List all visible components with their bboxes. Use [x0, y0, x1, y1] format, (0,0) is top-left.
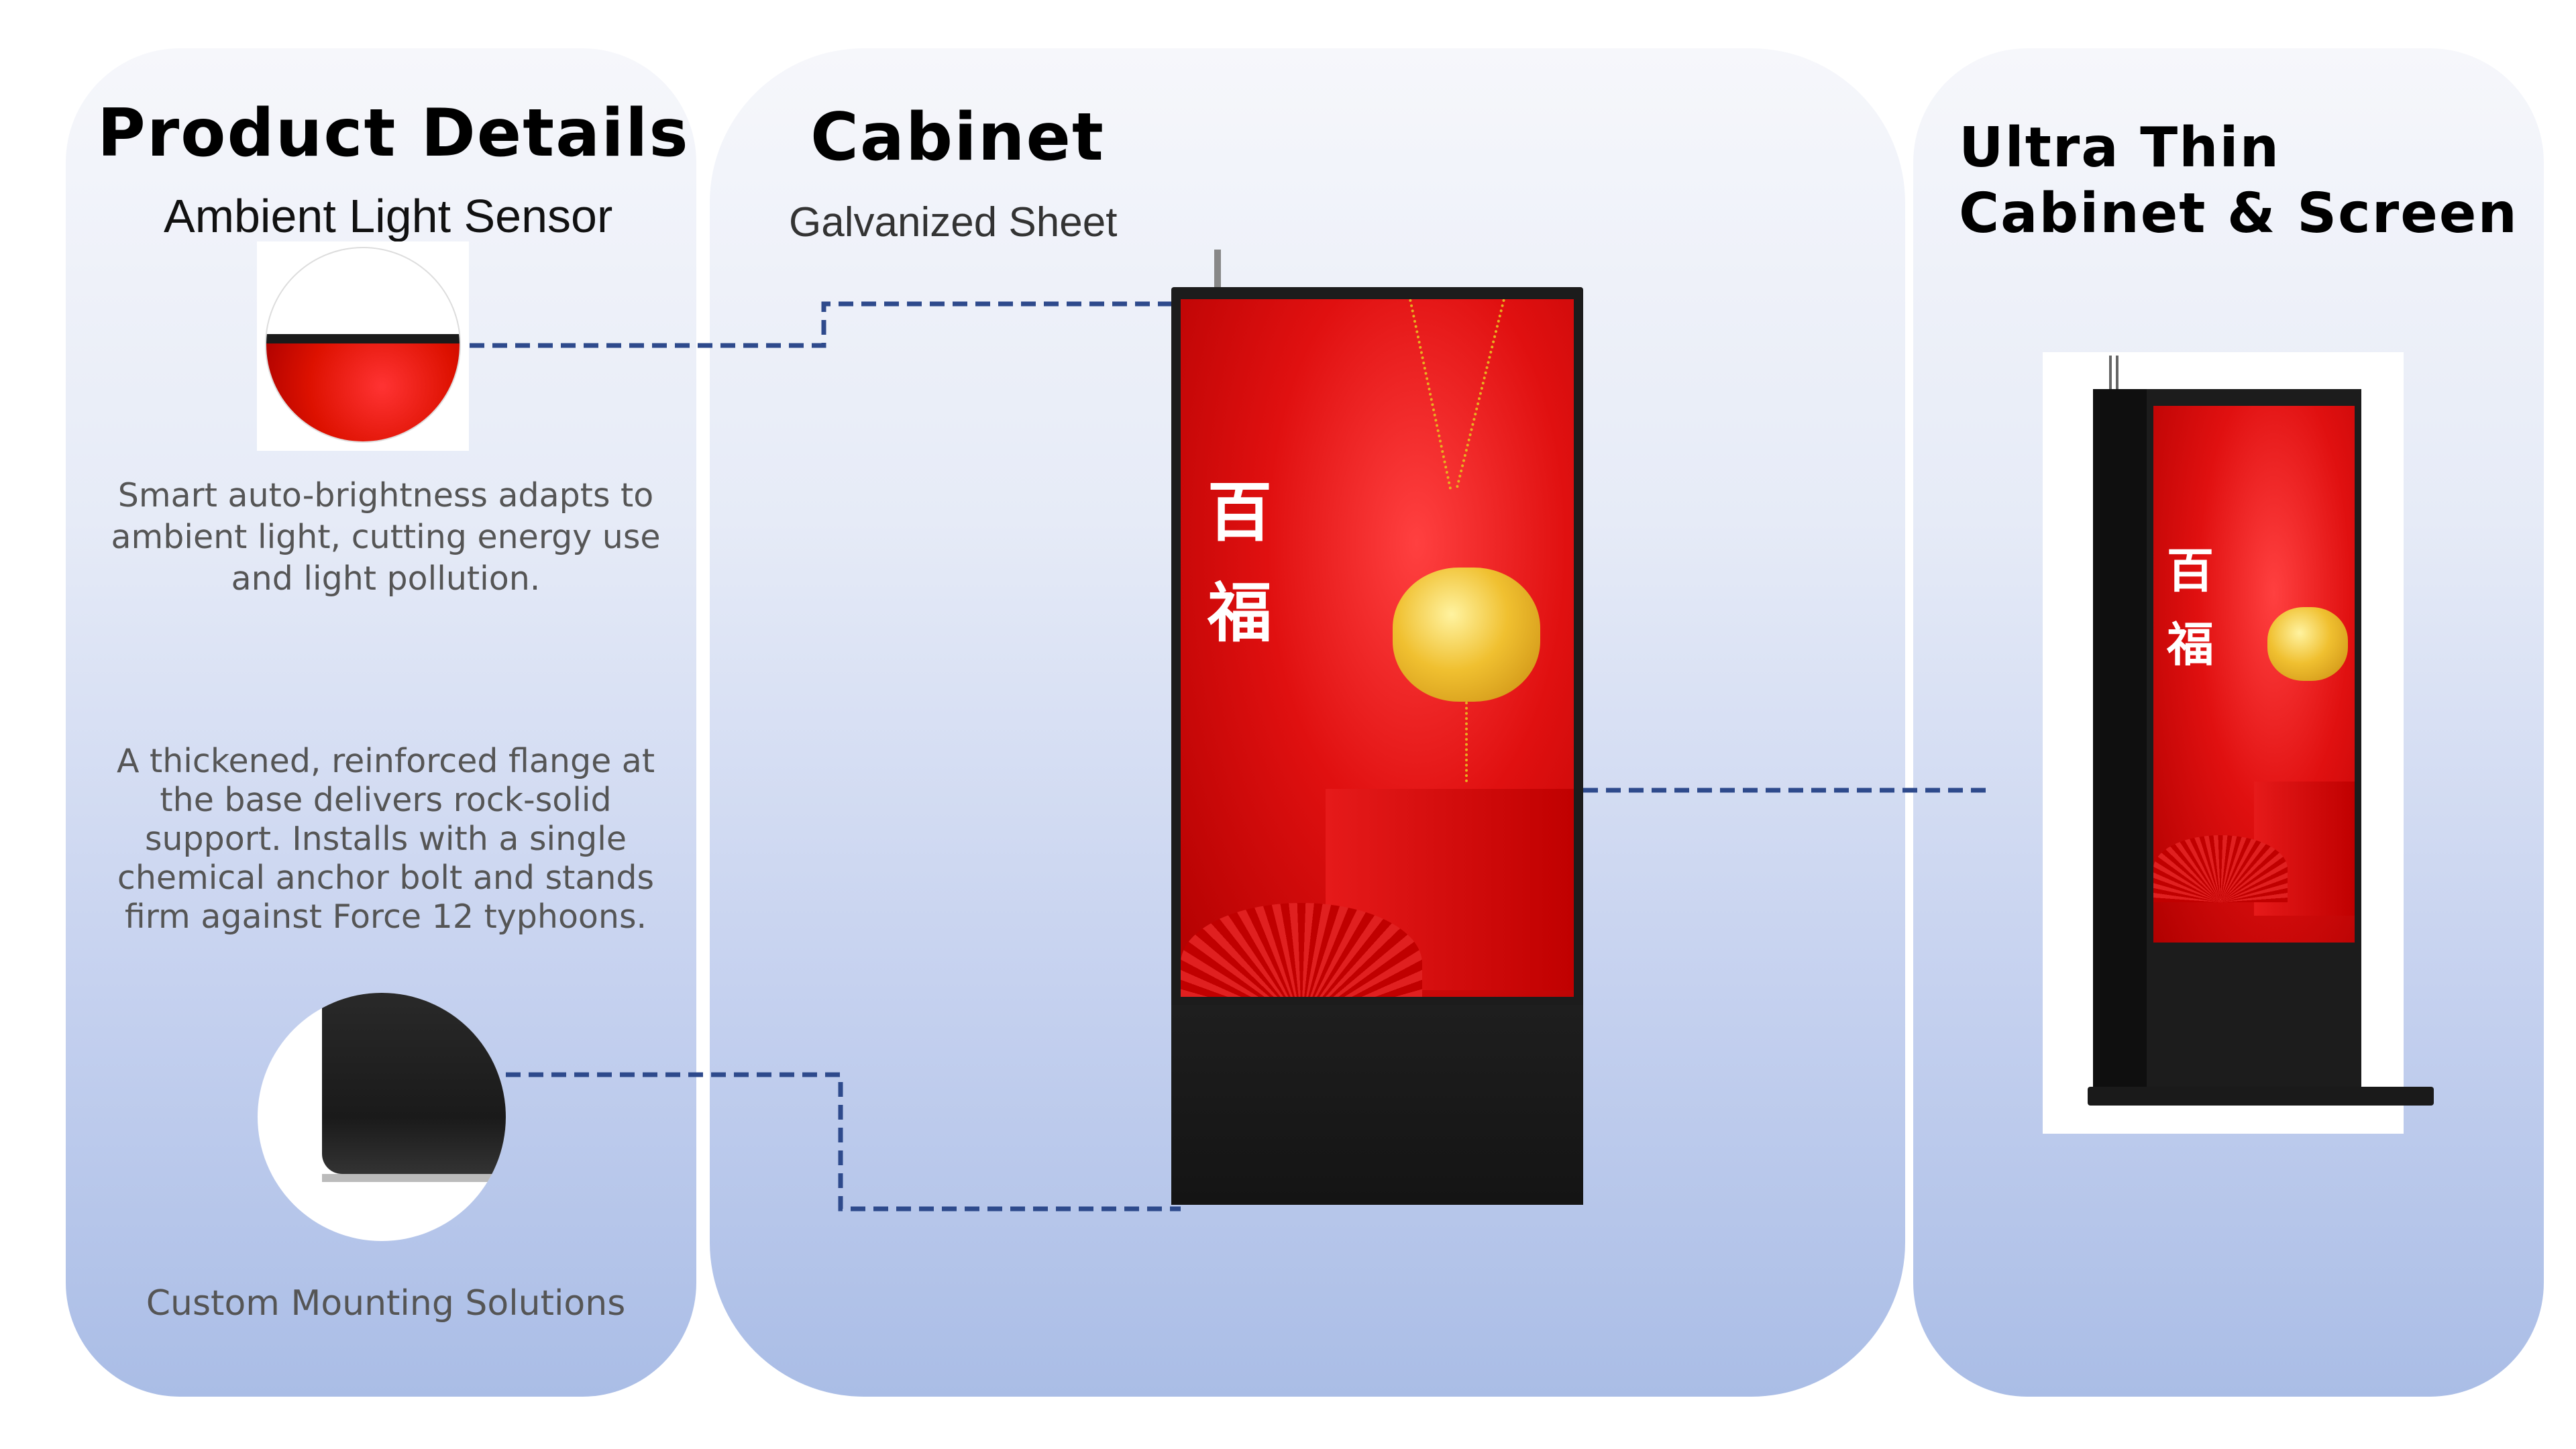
antenna-icon	[1214, 250, 1221, 290]
kiosk-side-screen: 百 福	[2153, 406, 2355, 943]
mount-flange-shadow	[322, 1174, 506, 1182]
cabinet-title: Cabinet	[810, 99, 1105, 176]
ambient-light-sensor-label: Ambient Light Sensor	[164, 190, 613, 242]
kiosk-screen: 百 福	[1181, 299, 1574, 997]
pendant-tassel	[1465, 702, 1468, 782]
sensor-closeup-image	[265, 247, 461, 443]
screen-char-fu: 福	[1208, 575, 1272, 651]
kiosk-feet	[2088, 1087, 2434, 1106]
galvanized-sheet-label: Galvanized Sheet	[789, 199, 1118, 246]
paper-fan-icon	[2153, 835, 2288, 902]
ultra-thin-title: Ultra Thin Cabinet & Screen	[1959, 115, 2518, 247]
sensor-description: Smart auto-brightness adapts to ambient …	[111, 476, 661, 598]
gold-pendant-icon	[2267, 607, 2348, 681]
flange-description: A thickened, reinforced flange at the ba…	[116, 742, 655, 936]
mount-flange-metal	[322, 993, 506, 1174]
antenna-icon	[2109, 356, 2118, 392]
kiosk-large-image: 百 福	[1171, 250, 1583, 1205]
mount-closeup-image	[258, 993, 506, 1241]
product-details-title: Product Details	[97, 95, 690, 172]
kiosk-base	[1171, 1005, 1583, 1205]
sensor-screen-edge	[266, 343, 460, 441]
paper-fan-icon	[1181, 903, 1422, 997]
connector-sensor	[470, 301, 1171, 348]
sensor-thumbnail	[257, 241, 469, 451]
gold-pendant-icon	[1393, 568, 1540, 702]
screen-char-bai: 百	[2167, 543, 2214, 598]
kiosk-side-view-image: 百 福	[2043, 352, 2434, 1134]
screen-char-bai: 百	[1208, 474, 1272, 550]
kiosk-side-view: 百 福	[2088, 356, 2434, 1106]
screen-char-fu: 福	[2167, 616, 2214, 672]
ultra-thin-title-line1: Ultra Thin	[1959, 116, 2281, 180]
kiosk-side-panel	[2093, 389, 2147, 1104]
connector-mount	[506, 1072, 1181, 1212]
sensor-cabinet-top	[266, 334, 460, 343]
mounting-caption: Custom Mounting Solutions	[146, 1283, 626, 1324]
ultra-thin-title-line2: Cabinet & Screen	[1959, 182, 2518, 246]
